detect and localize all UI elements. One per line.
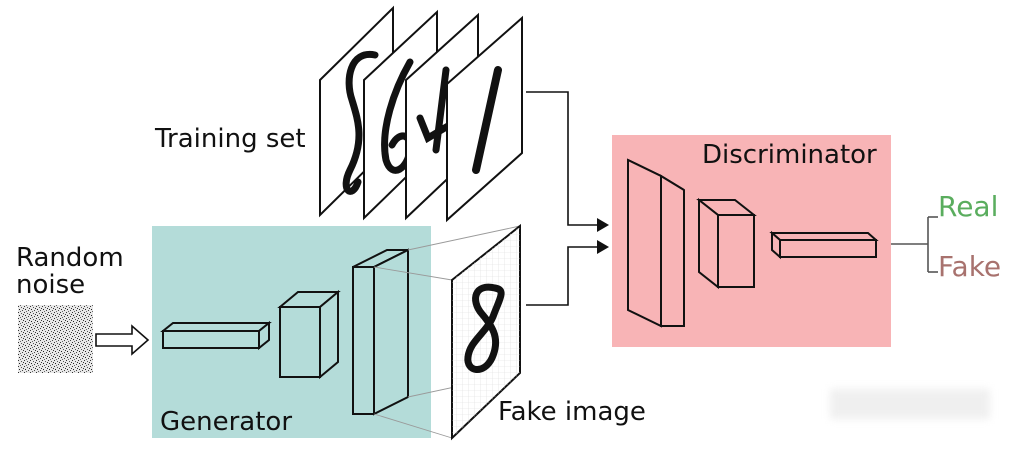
discriminator-layer-2 bbox=[696, 197, 757, 290]
random-noise-label-line1: Random bbox=[16, 243, 124, 273]
discriminator-layer-3 bbox=[769, 230, 879, 260]
generator-layer-2 bbox=[277, 289, 341, 380]
hollow-arrow-icon bbox=[95, 324, 150, 356]
training-sheet-4 bbox=[446, 15, 523, 223]
arrowhead-top bbox=[597, 218, 609, 232]
generator-layer-3 bbox=[352, 248, 409, 416]
arrowhead-bottom bbox=[597, 240, 609, 254]
generator-layer-1 bbox=[160, 320, 272, 351]
output-bracket bbox=[891, 216, 938, 273]
digit-eight-icon bbox=[464, 283, 505, 373]
training-set-label: Training set bbox=[154, 124, 306, 154]
discriminator-layer-1 bbox=[627, 158, 685, 328]
fake-output-label: Fake bbox=[938, 250, 1001, 283]
fake-image bbox=[451, 223, 521, 441]
random-noise-label-line2: noise bbox=[16, 270, 85, 300]
fake-image-label: Fake image bbox=[498, 397, 646, 427]
discriminator-label: Discriminator bbox=[702, 140, 877, 170]
generator-label: Generator bbox=[160, 407, 292, 437]
real-label: Real bbox=[938, 190, 998, 223]
connector-lines bbox=[526, 91, 597, 306]
blurred-watermark bbox=[830, 389, 990, 419]
noise-texture-icon bbox=[18, 305, 93, 373]
